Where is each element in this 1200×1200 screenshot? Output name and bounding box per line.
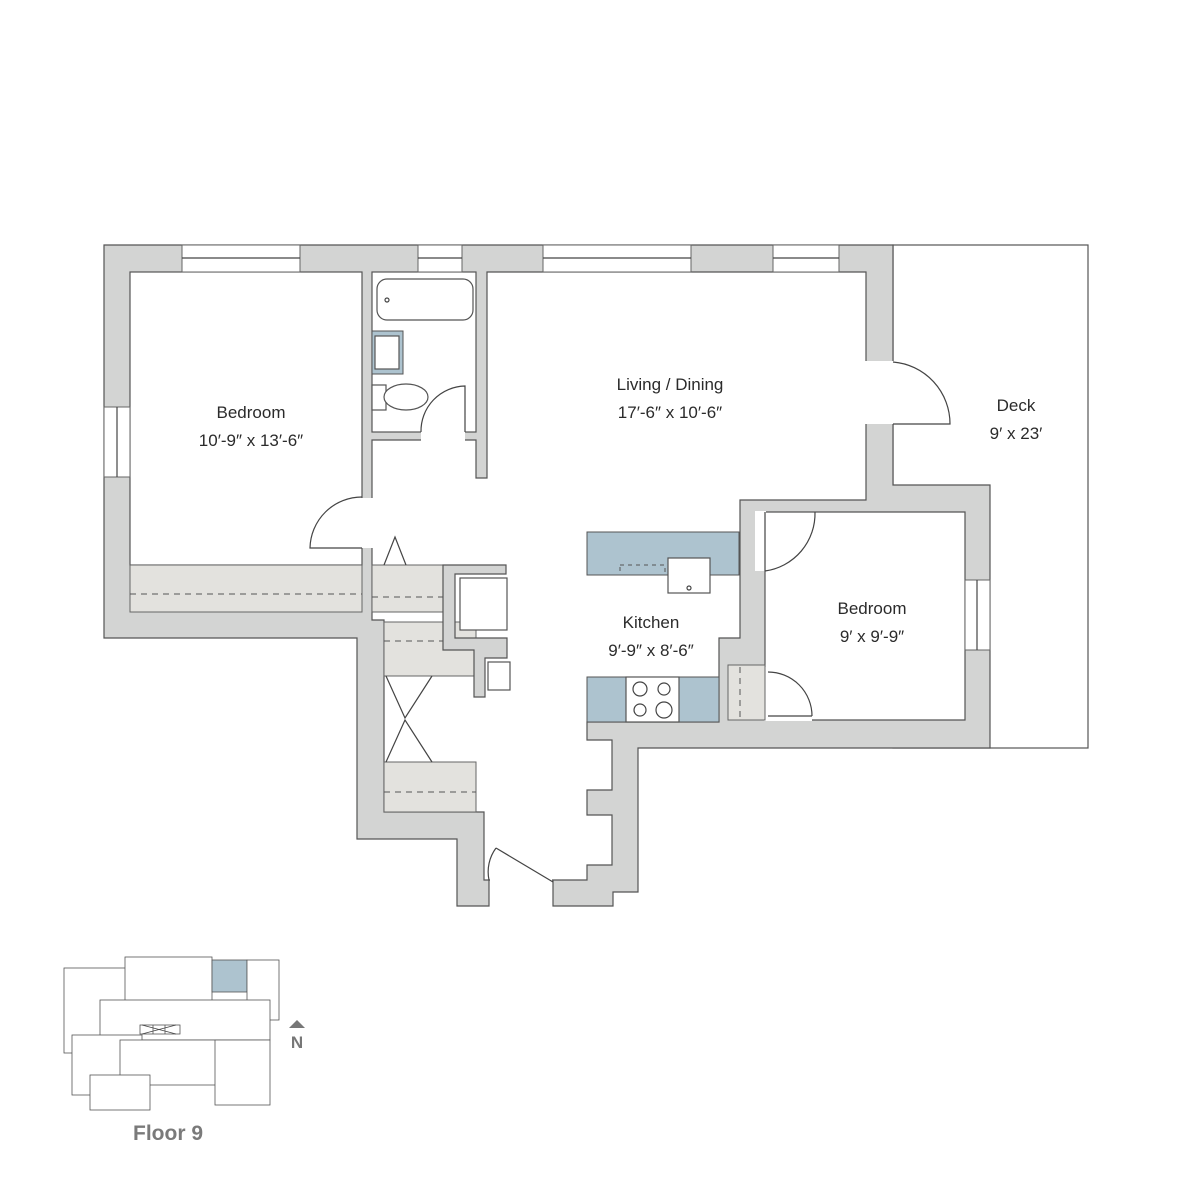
bedroom-2-name: Bedroom <box>838 599 907 618</box>
north-arrow-icon <box>289 1020 305 1028</box>
living-size: 17′-6″ x 10′-6″ <box>618 403 722 422</box>
bedroom-1-room <box>129 271 363 566</box>
washer-dryer <box>487 661 511 691</box>
windows <box>103 244 991 651</box>
bedroom-1-doorway <box>361 498 373 548</box>
kitchen-size: 9′-9″ x 8′-6″ <box>608 641 694 660</box>
unit-highlight <box>211 959 248 993</box>
bedroom-1-name: Bedroom <box>217 403 286 422</box>
stove <box>625 676 680 723</box>
living-name: Living / Dining <box>617 375 724 394</box>
deck-name: Deck <box>997 396 1036 415</box>
kitchen-name: Kitchen <box>623 613 680 632</box>
stove-burners <box>632 681 673 719</box>
deck-size: 9′ x 23′ <box>990 424 1043 443</box>
entry-doorway <box>490 879 552 907</box>
deck-doorway <box>865 361 894 424</box>
bedroom-2-room <box>764 511 966 721</box>
bathroom-doorway <box>421 431 465 441</box>
refrigerator <box>459 577 508 631</box>
fridge-enclosure-wall <box>442 564 508 698</box>
bathtub <box>376 278 474 321</box>
bedroom-1-size: 10′-9″ x 13′-6″ <box>199 431 303 450</box>
bedroom-2-doorway <box>755 511 766 571</box>
north-label: N <box>291 1033 303 1052</box>
kitchen-sink <box>667 557 711 594</box>
kitchen-island <box>586 531 740 576</box>
floor-label: Floor 9 <box>133 1122 204 1145</box>
bedroom-2-closet-door-gap <box>764 667 812 721</box>
toilet-bowl <box>383 383 429 411</box>
key-plan: N <box>63 956 305 1111</box>
hall-closet-bottom <box>383 761 477 813</box>
bedroom-1-closet <box>129 564 363 613</box>
bedroom-2-size: 9′ x 9′-9″ <box>840 627 904 646</box>
hall-closet-top <box>371 564 446 613</box>
door-swings <box>309 361 951 883</box>
bedroom-2-closet <box>727 664 766 721</box>
